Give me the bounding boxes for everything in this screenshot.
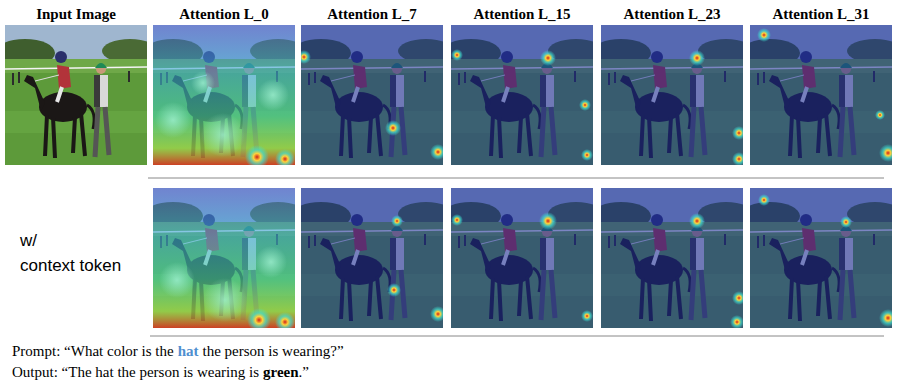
column-header: Attention L_7 — [327, 6, 417, 23]
column-header: Attention L_15 — [473, 6, 570, 23]
row-label: context token — [20, 257, 121, 276]
column-header: Attention L_23 — [623, 6, 720, 23]
prompt-text: Prompt: “What color is the — [12, 343, 174, 360]
output-text: Output: “The hat the person is wearing i… — [12, 364, 259, 381]
prompt-text: the person is wearing?” — [202, 343, 343, 360]
column-header: Attention L_31 — [772, 6, 869, 23]
column-header: Attention L_0 — [179, 6, 269, 23]
highlighted-word: hat — [178, 343, 199, 360]
row-label: w/ — [20, 232, 37, 251]
output-text: .” — [299, 364, 309, 381]
column-header: Input Image — [36, 6, 116, 23]
answer-word: green — [263, 364, 299, 381]
